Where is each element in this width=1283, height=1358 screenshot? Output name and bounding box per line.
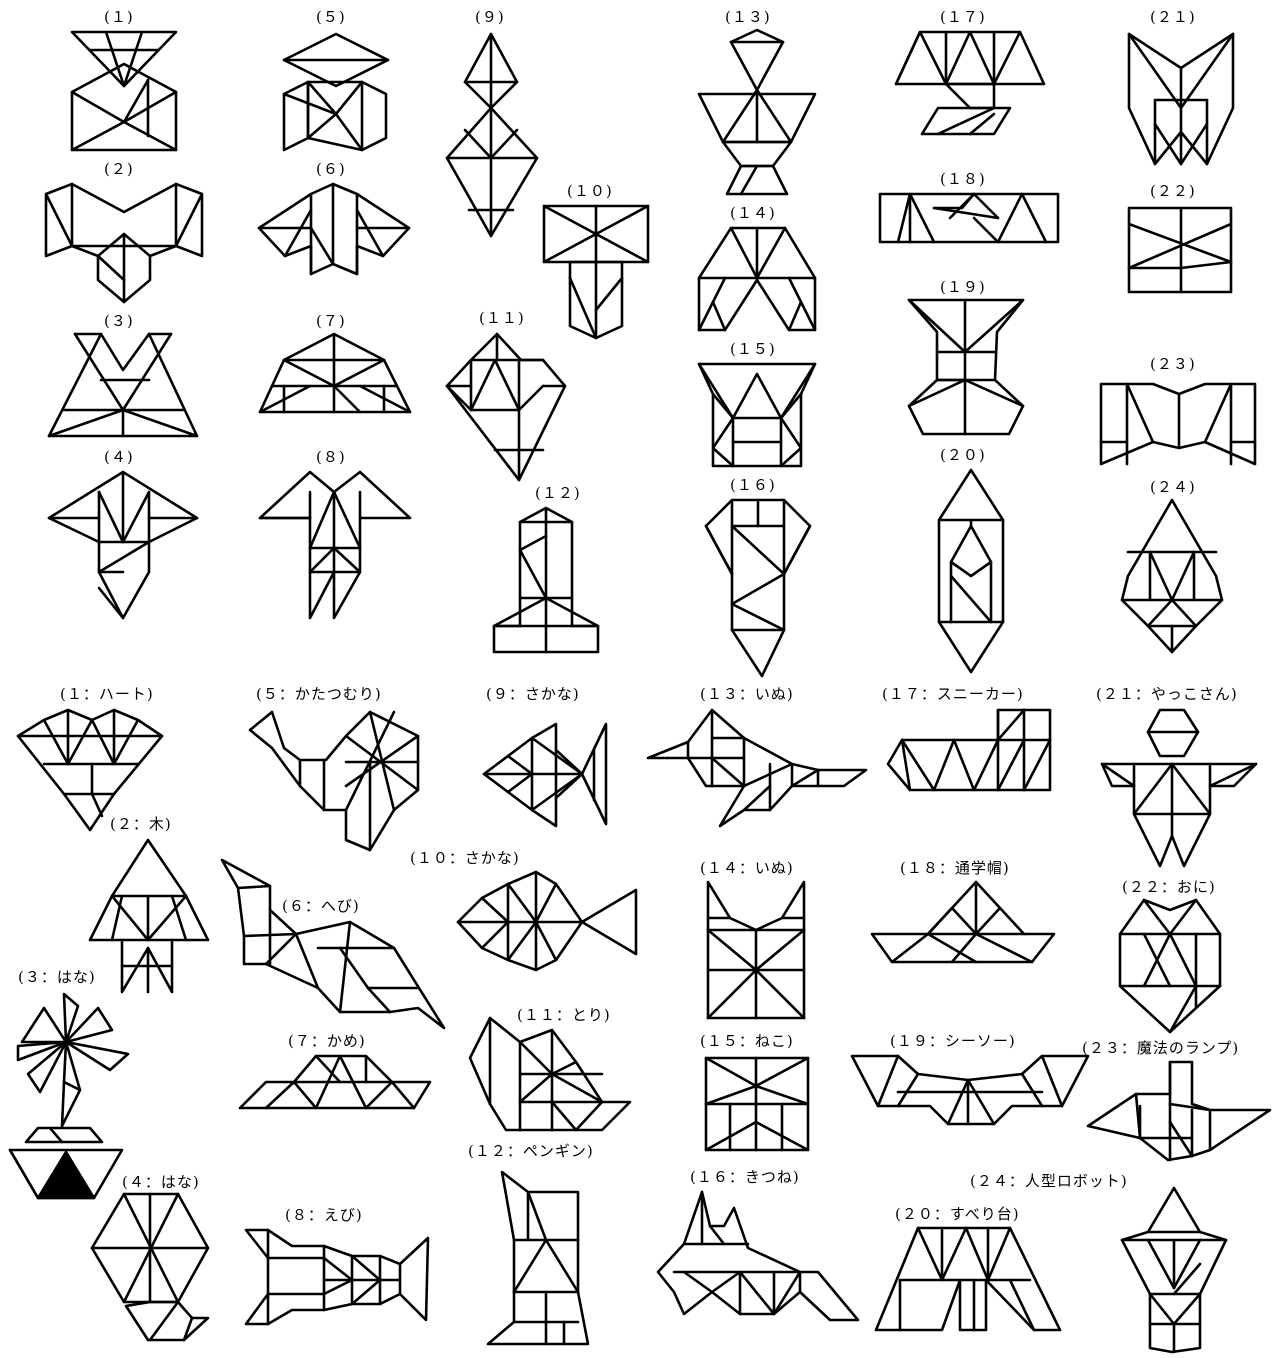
problem-14-figure (693, 222, 825, 336)
answer-8-figure (240, 1224, 432, 1330)
problem-3-label: (３) (104, 310, 134, 331)
answer-7-figure (236, 1052, 434, 1112)
problem-22-figure (1123, 202, 1237, 298)
problem-14-label: (１４) (730, 202, 776, 223)
problem-17-figure (890, 28, 1050, 140)
answer-15-figure (700, 1052, 812, 1156)
problem-9-figure (443, 30, 543, 240)
answer-14-figure (700, 878, 812, 1022)
problem-6-label: (６) (316, 158, 346, 179)
problem-11-figure (443, 330, 571, 486)
problem-18-figure (874, 188, 1064, 248)
answer-12-label: (１２：ペンギン) (468, 1140, 594, 1161)
answer-14-label: (１４：いぬ) (700, 857, 794, 878)
problem-20-figure (933, 466, 1009, 678)
problem-24-label: (２４) (1150, 476, 1196, 497)
answer-6-figure (218, 856, 450, 1034)
answer-24-label: (２４：人型ロボット) (970, 1170, 1128, 1191)
answer-19-label: (１９：シーソー) (890, 1030, 1016, 1051)
answer-4-figure (86, 1190, 216, 1344)
problem-19-figure (903, 296, 1029, 440)
problem-6-figure (253, 180, 415, 280)
problem-7-figure (254, 330, 416, 418)
problem-12-figure (488, 502, 604, 658)
answer-9-figure (478, 720, 618, 832)
problem-1-figure (66, 28, 182, 156)
problem-21-label: (２１) (1150, 6, 1196, 27)
problem-13-label: (１３) (725, 6, 771, 27)
problem-20-label: (２０) (940, 444, 986, 465)
answer-8-label: (８：えび) (285, 1204, 363, 1225)
answer-12-figure (484, 1168, 604, 1350)
problem-13-figure (693, 30, 821, 198)
answer-3-label: (３：はな) (18, 966, 96, 987)
answer-19-figure (848, 1052, 1092, 1132)
answer-1-label: (１：ハート) (60, 683, 154, 704)
answer-5-figure (246, 706, 426, 856)
answer-21-figure (1098, 706, 1262, 870)
problem-16-figure (700, 494, 816, 682)
answer-1-figure (14, 706, 168, 836)
problem-2-figure (40, 180, 208, 308)
answer-24-figure (1116, 1184, 1232, 1356)
answer-18-label: (１８：通学帽) (900, 857, 1010, 878)
problem-21-figure (1123, 28, 1239, 168)
answer-15-label: (１５：ねこ) (700, 1030, 794, 1051)
answer-16-figure (654, 1188, 860, 1322)
problem-10-figure (538, 198, 654, 346)
answer-9-label: (９：さかな) (486, 683, 580, 704)
problem-23-label: (２３) (1150, 353, 1196, 374)
problem-1-label: (１) (104, 6, 134, 27)
answer-16-label: (１６：きつね) (690, 1166, 800, 1187)
answer-5-label: (５：かたつむり) (256, 683, 382, 704)
answer-17-label: (１７：スニーカー) (882, 683, 1024, 704)
answer-23-label: (２３：魔法のランプ) (1082, 1037, 1239, 1058)
problem-3-figure (43, 330, 203, 442)
problem-16-label: (１６) (730, 474, 776, 495)
answer-20-label: (２０：すべり台) (895, 1203, 1020, 1224)
answer-11-figure (466, 1014, 636, 1134)
problem-2-label: (２) (104, 158, 134, 179)
problem-18-label: (１８) (940, 168, 986, 189)
answer-20-figure (870, 1224, 1066, 1336)
problem-8-figure (254, 468, 416, 624)
problem-19-label: (１９) (940, 276, 986, 297)
problem-17-label: (１７) (940, 6, 986, 27)
answer-13-figure (644, 706, 870, 834)
problem-7-label: (７) (316, 310, 346, 331)
problem-8-label: (８) (316, 446, 346, 467)
answer-18-figure (868, 878, 1060, 968)
answer-10-figure (452, 868, 642, 976)
problem-24-figure (1112, 496, 1232, 658)
answer-4-label: (４：はな) (122, 1171, 200, 1192)
problem-5-figure (278, 30, 394, 158)
answer-17-figure (884, 706, 1056, 796)
problem-5-label: (５) (316, 6, 346, 27)
problem-15-label: (１５) (730, 338, 776, 359)
problem-22-label: (２２) (1150, 180, 1196, 201)
answer-21-label: (２１：やっこさん) (1096, 683, 1238, 704)
answer-23-figure (1084, 1058, 1276, 1164)
problem-23-figure (1095, 374, 1263, 474)
problem-9-label: (９) (475, 6, 505, 27)
problem-4-label: (４) (104, 446, 134, 467)
answer-2-figure (86, 836, 212, 998)
problem-11-label: (１１) (479, 307, 525, 328)
answer-13-label: (１３：いぬ) (700, 683, 794, 704)
answer-3-figure (4, 990, 128, 1204)
answer-22-figure (1114, 894, 1226, 1038)
problem-4-figure (43, 468, 203, 624)
problem-15-figure (693, 358, 821, 470)
